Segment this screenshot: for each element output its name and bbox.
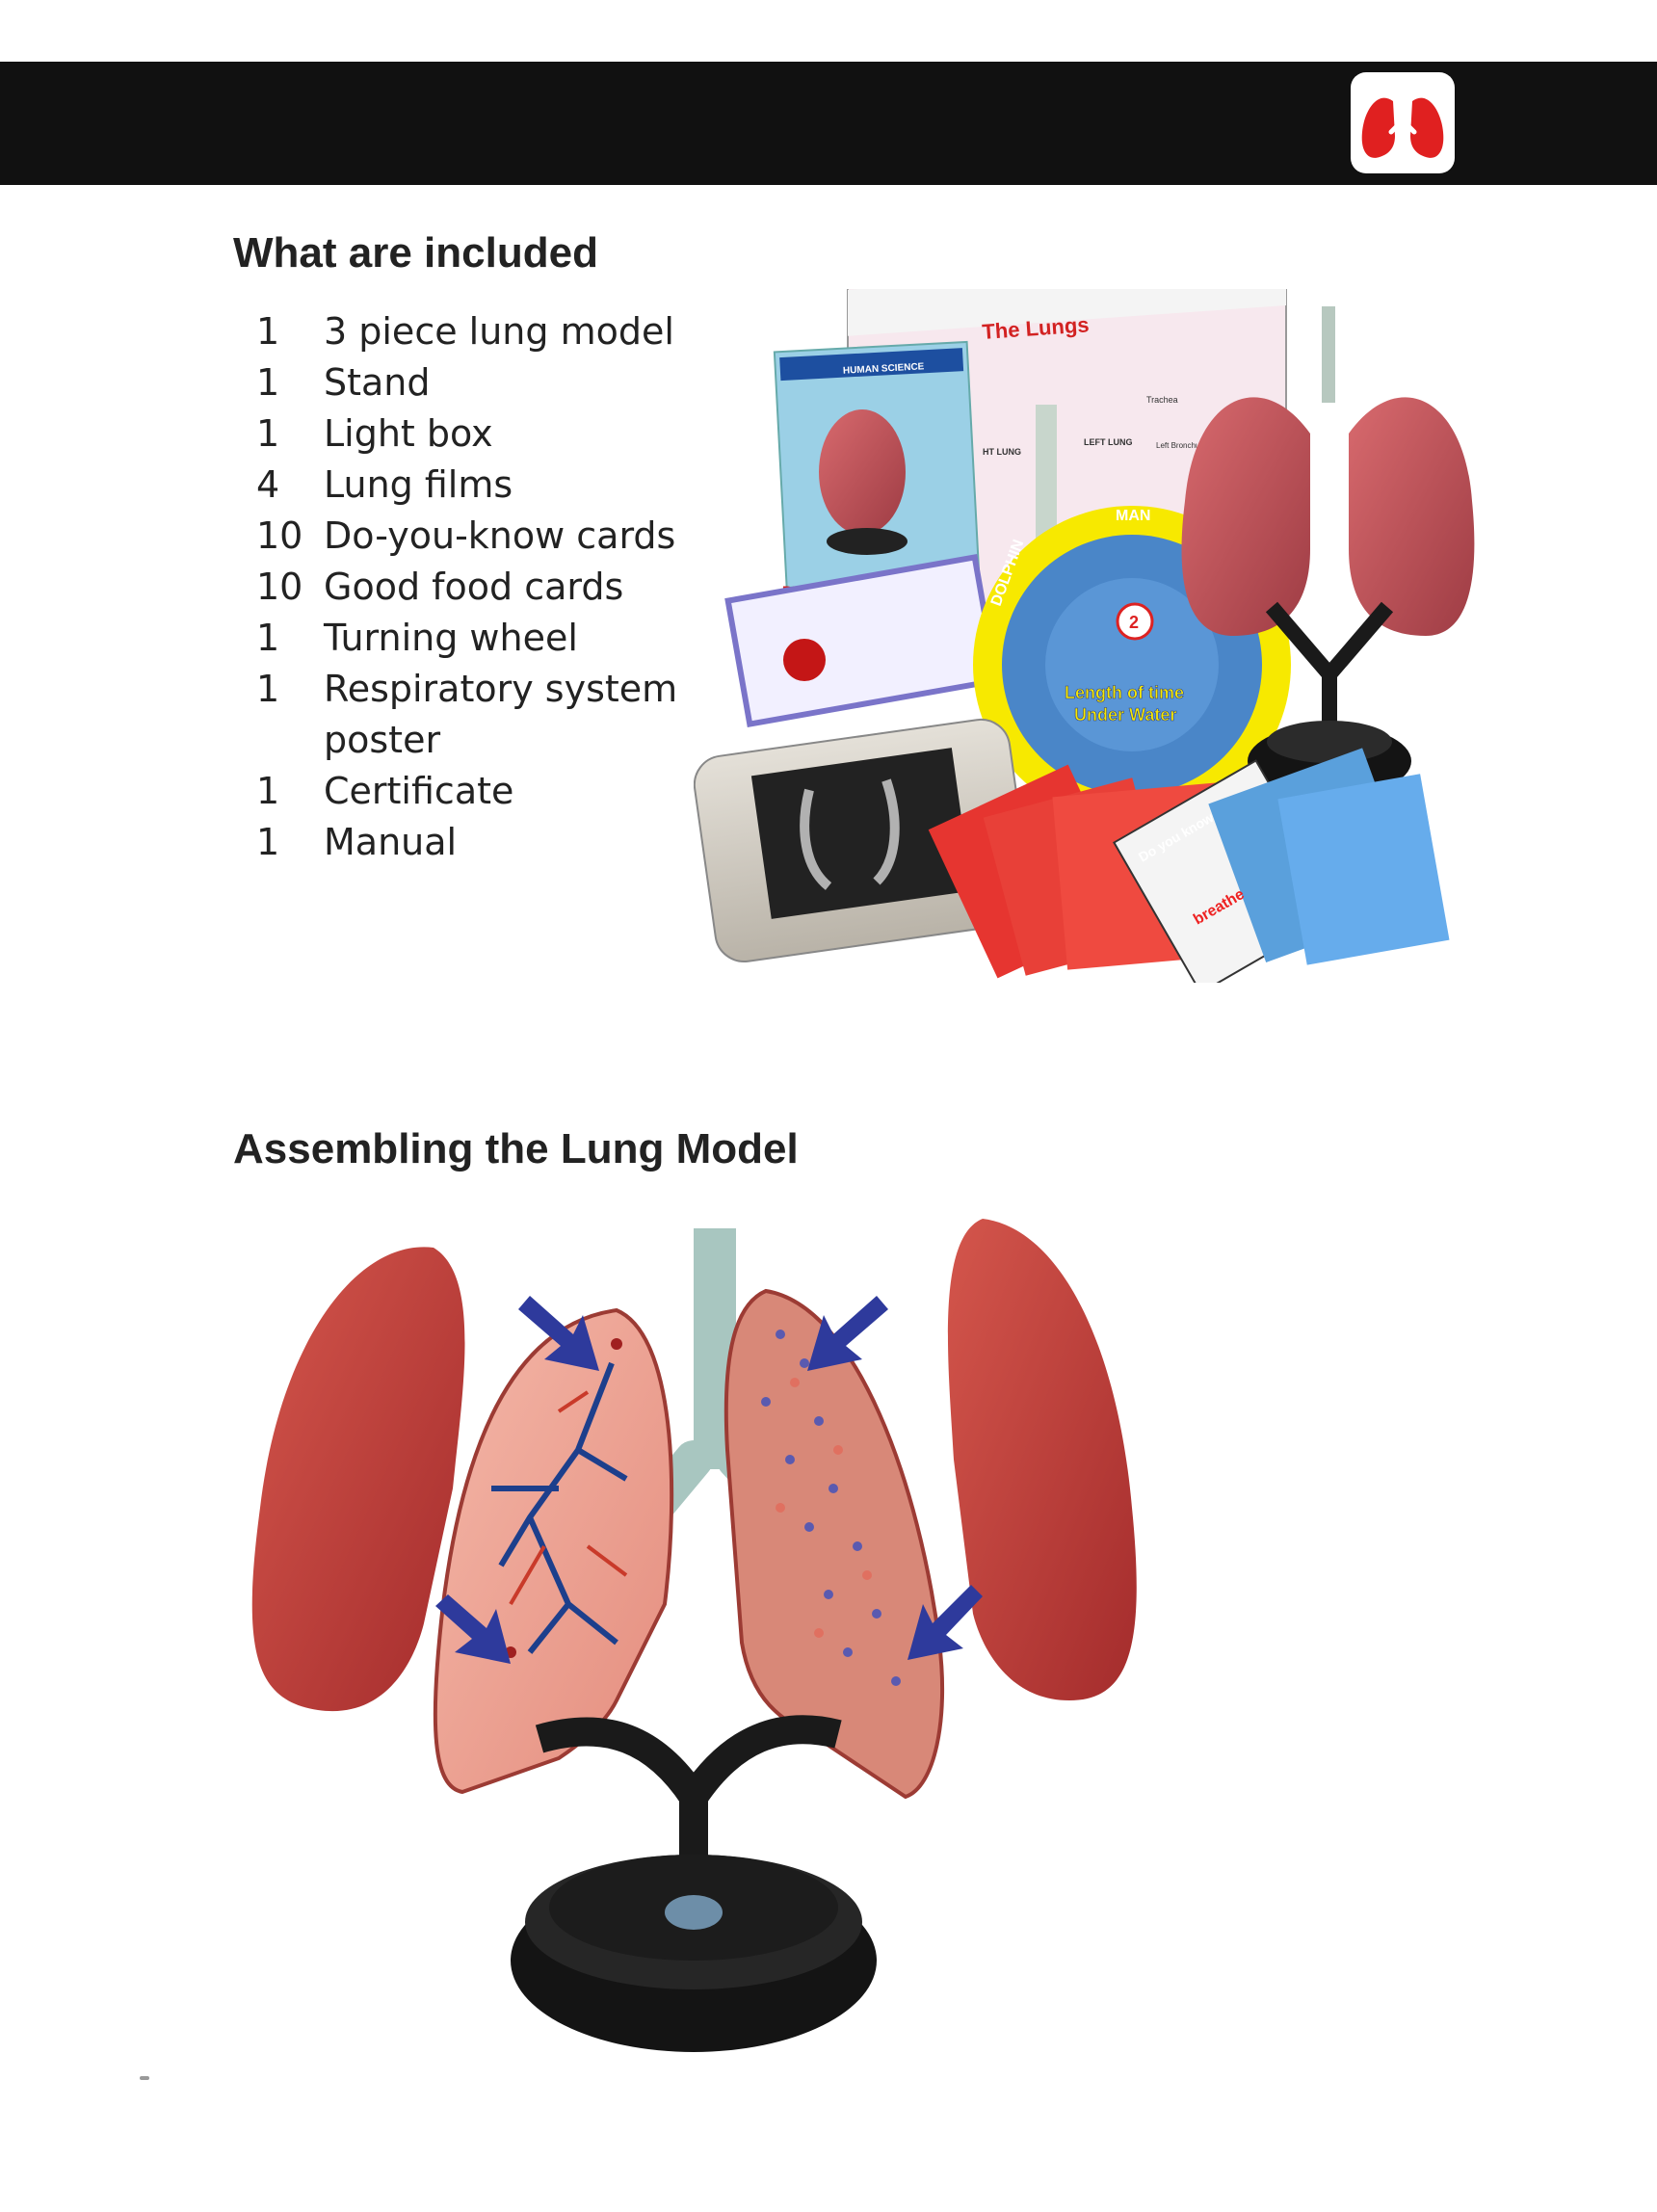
included-item: 1 Turning wheel — [256, 613, 690, 664]
item-quantity: 4 — [256, 463, 280, 506]
included-item: 10 Do-you-know cards — [256, 511, 690, 562]
included-item: 1 3 piece lung model — [256, 306, 690, 357]
included-item: 1 Light box — [256, 408, 690, 460]
item-quantity: 1 — [256, 668, 280, 710]
kit-contents-photo: The Lungs Trachea LEFT LUNG HT LUNG Left… — [694, 289, 1475, 983]
item-name: 3 piece lung model — [324, 310, 674, 353]
included-item: 10 Good food cards — [256, 562, 690, 613]
item-name: Manual — [324, 821, 458, 863]
light-box — [694, 718, 1032, 963]
product-card-header: HUMAN SCIENCE — [843, 361, 925, 376]
included-item: 1 Respiratory system poster — [256, 664, 690, 766]
included-item: 4 Lung films — [256, 460, 690, 511]
item-quantity: 1 — [256, 310, 280, 353]
certificate — [724, 553, 1000, 728]
poster-right-lung-label: HT LUNG — [983, 447, 1021, 457]
exploded-lung-model-photo — [251, 1219, 1137, 2052]
right-outer-lobe — [947, 1219, 1137, 1700]
left-cut-half — [433, 1307, 674, 1795]
poster-trachea-label: Trachea — [1146, 395, 1178, 405]
included-item: 1 Stand — [256, 357, 690, 408]
item-quantity: 10 — [256, 514, 303, 557]
item-name: Good food cards — [324, 566, 624, 608]
item-name: Lung films — [324, 463, 513, 506]
item-quantity: 1 — [256, 770, 280, 812]
lungs-badge — [1351, 72, 1455, 173]
wheel-caption-line2: Under Water — [1074, 705, 1176, 724]
item-name: Light box — [324, 412, 493, 455]
wheel-number: 2 — [1129, 613, 1139, 632]
item-name: Do-you-know cards — [324, 514, 676, 557]
included-item: 1 Certificate — [256, 766, 690, 817]
assembling-heading: Assembling the Lung Model — [233, 1125, 799, 1172]
left-outer-lobe — [251, 1247, 465, 1712]
wheel-caption-line1: Length of time — [1065, 683, 1184, 702]
page-speck — [140, 2076, 149, 2080]
item-quantity: 1 — [256, 361, 280, 404]
poster-left-lung-label: LEFT LUNG — [1084, 437, 1133, 447]
item-name: Respiratory system poster — [324, 668, 678, 761]
included-item: 1 Manual — [256, 817, 690, 868]
right-cut-half — [723, 1288, 945, 1800]
item-quantity: 10 — [256, 566, 303, 608]
card-fan: Do you know breathe — [928, 748, 1450, 983]
item-name: Stand — [324, 361, 431, 404]
item-quantity: 1 — [256, 821, 280, 863]
item-name: Certificate — [324, 770, 514, 812]
item-quantity: 1 — [256, 617, 280, 659]
stand-logo — [665, 1895, 723, 1930]
assembly-arrows — [435, 1296, 983, 1664]
poster-left-bronchus-label: Left Bronchus — [1156, 441, 1203, 450]
item-name: Turning wheel — [324, 617, 578, 659]
included-heading: What are included — [233, 229, 598, 276]
lungs-icon — [1361, 83, 1444, 158]
item-quantity: 1 — [256, 412, 280, 455]
wheel-top-label: MAN — [1116, 508, 1150, 524]
